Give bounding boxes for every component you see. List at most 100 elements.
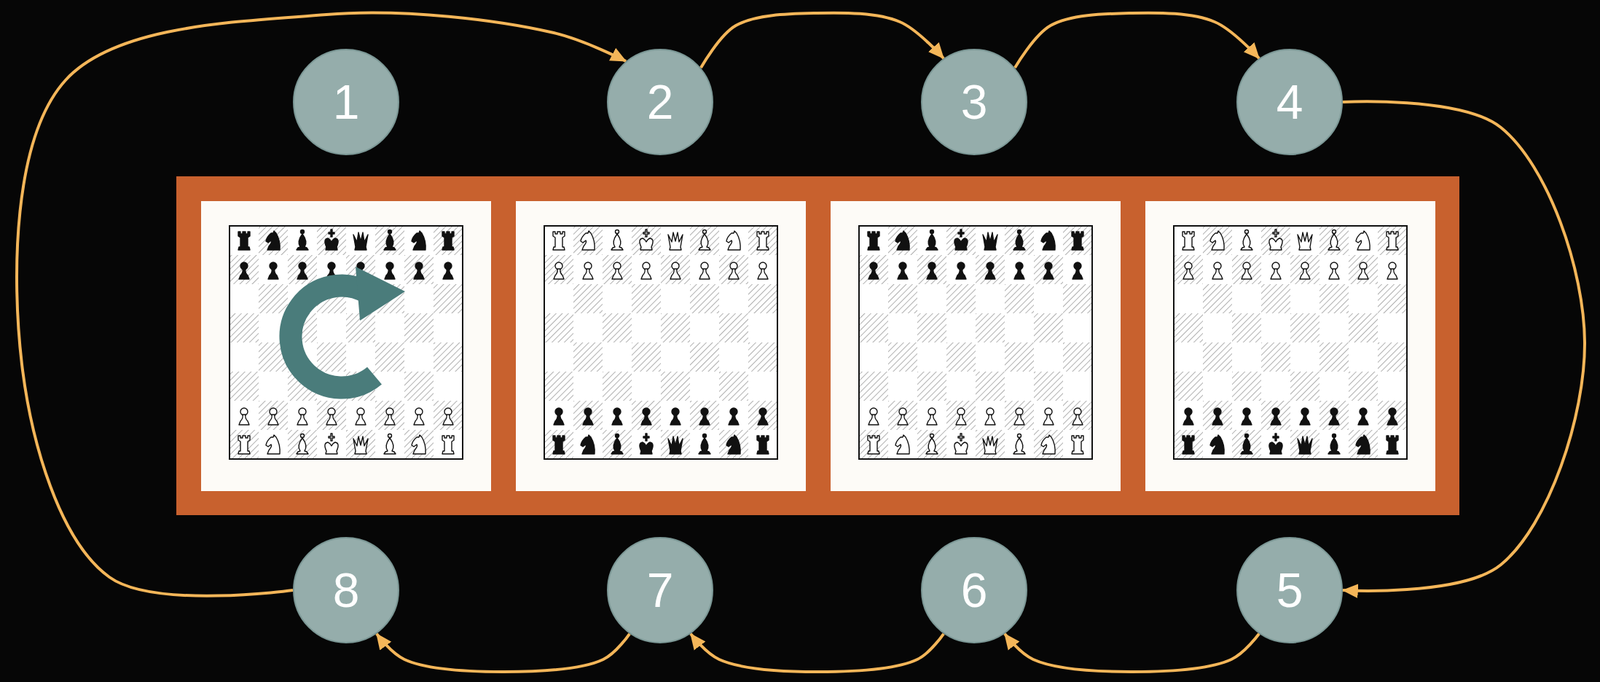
board-square <box>748 429 778 460</box>
board-square <box>946 371 976 401</box>
chess-piece <box>1299 262 1311 280</box>
board-square <box>1348 225 1378 256</box>
chess-piece <box>985 262 996 280</box>
board-square <box>1173 342 1203 372</box>
board-square <box>544 371 574 401</box>
board-square <box>946 400 976 430</box>
chess-piece <box>265 230 280 250</box>
chess-piece <box>1328 408 1340 425</box>
board-square <box>1004 313 1034 343</box>
chess-piece <box>757 435 769 454</box>
chess-piece <box>1269 433 1283 454</box>
board-square <box>1261 371 1291 401</box>
board-square <box>1063 255 1093 285</box>
piece-shape <box>553 435 565 454</box>
chess-piece <box>1386 231 1399 250</box>
board-square <box>573 225 603 256</box>
board-border <box>544 225 778 460</box>
board-square <box>689 255 720 285</box>
chess-piece <box>639 229 653 250</box>
board-square <box>602 400 632 430</box>
chess-piece <box>926 230 938 251</box>
board-square <box>917 313 947 343</box>
board-square <box>975 429 1005 460</box>
board-square <box>404 429 434 460</box>
piece-shape <box>1043 268 1054 280</box>
piece-shape <box>1017 434 1022 438</box>
board-square <box>1033 225 1064 256</box>
piece-shape <box>611 437 623 454</box>
chess-piece <box>1299 408 1311 425</box>
chess-piece <box>411 434 426 454</box>
chess-piece <box>897 262 908 280</box>
board-panel <box>1145 201 1436 492</box>
piece-shape <box>238 435 250 454</box>
board-square <box>917 371 947 401</box>
board-square <box>316 429 347 460</box>
board-square <box>1377 313 1407 343</box>
chess-piece <box>757 262 768 280</box>
step-number: 8 <box>332 566 360 615</box>
board-square <box>859 400 889 430</box>
board-square <box>859 342 889 372</box>
step-circle: 5 <box>1236 536 1343 644</box>
piece-shape <box>926 268 937 280</box>
board-square <box>1290 400 1320 430</box>
board-square <box>602 371 632 401</box>
step-circle: 3 <box>920 48 1028 156</box>
piece-shape <box>985 414 996 425</box>
board-square <box>573 342 603 372</box>
board-square <box>631 400 661 430</box>
step-number: 5 <box>1276 566 1304 615</box>
piece-shape <box>897 268 908 280</box>
piece-shape <box>926 414 937 425</box>
chess-piece <box>668 232 683 250</box>
board-square <box>404 371 434 401</box>
board-panel <box>201 201 492 492</box>
piece-shape <box>268 414 279 425</box>
board-square <box>287 429 317 460</box>
chess-piece <box>728 262 739 280</box>
board-square <box>719 371 749 401</box>
board-square <box>1004 225 1034 256</box>
board-square <box>1348 429 1378 460</box>
piece-shape <box>1182 231 1195 250</box>
flow-arrow <box>1342 101 1585 591</box>
flow-arrow <box>16 13 626 596</box>
board-square <box>1290 371 1320 401</box>
piece-shape <box>612 414 623 425</box>
board-square <box>1033 429 1064 460</box>
board-square <box>375 429 405 460</box>
board-square <box>660 225 690 256</box>
board-square <box>375 371 405 401</box>
piece-shape <box>1182 435 1195 454</box>
piece-shape <box>1355 230 1370 250</box>
chess-piece <box>297 262 308 280</box>
piece-shape <box>296 233 309 250</box>
board-square <box>917 429 947 460</box>
board-square <box>660 342 690 372</box>
chess-piece <box>580 434 595 454</box>
step-number: 2 <box>646 77 674 127</box>
board-square <box>1261 342 1291 372</box>
chess-piece <box>442 231 454 250</box>
flow-arrow <box>690 633 944 672</box>
piece-shape <box>1072 268 1083 280</box>
chess-piece <box>726 230 741 250</box>
board-square <box>748 255 778 285</box>
board-square <box>689 342 720 372</box>
chess-piece <box>324 433 339 454</box>
board-square <box>1063 225 1093 256</box>
board-square <box>1377 255 1407 285</box>
piece-shape <box>1386 231 1399 250</box>
chess-board <box>859 225 1093 460</box>
piece-shape <box>413 268 425 280</box>
piece-shape <box>670 414 681 425</box>
piece-shape <box>1017 230 1022 234</box>
board-square <box>1261 313 1291 343</box>
board-square <box>346 400 376 430</box>
board-square <box>1377 429 1407 460</box>
board-square <box>1232 429 1262 460</box>
board-square <box>975 284 1005 314</box>
chess-piece <box>1387 262 1398 280</box>
